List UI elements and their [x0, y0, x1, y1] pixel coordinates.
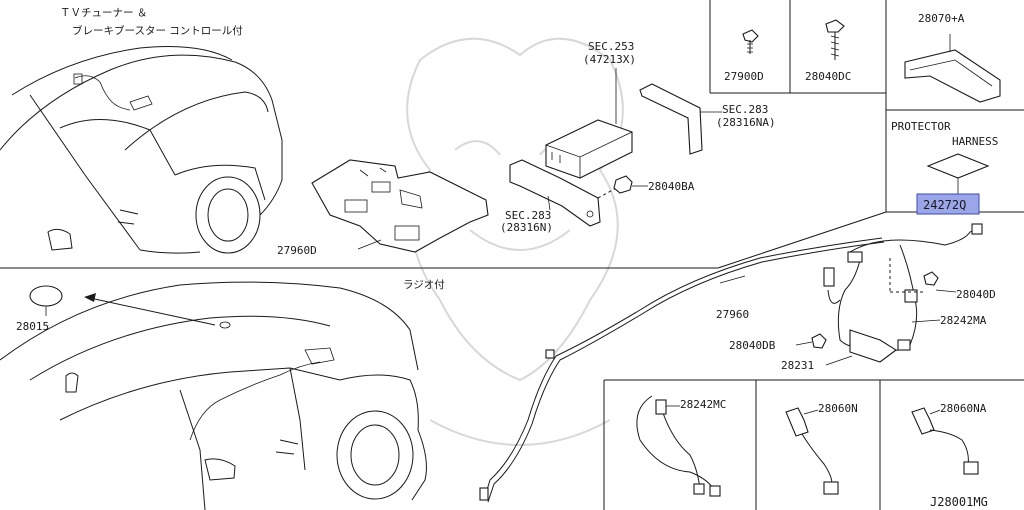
ref-label-sec283-bottom[interactable]: SEC.283 — [505, 209, 551, 222]
part-label-28040BA[interactable]: 28040BA — [648, 180, 695, 193]
diagram-id: J28001MG — [930, 495, 988, 509]
harness-label: HARNESS — [952, 135, 998, 148]
tv-tuner-note: ＴＶチューナー ＆ ブレーキブースター コントロール付 — [60, 7, 243, 37]
harness-28242MA[interactable] — [823, 223, 983, 363]
bracket-28070A[interactable] — [904, 34, 1001, 103]
tv-tuner-note-line2: ブレーキブースター コントロール付 — [72, 24, 243, 37]
mounting-plate-27960D[interactable] — [311, 159, 489, 253]
nut-28040D[interactable] — [923, 271, 957, 293]
screw-27900D[interactable] — [742, 29, 759, 54]
control-module — [545, 68, 633, 179]
protector-harness-section: PROTECTOR HARNESS — [891, 120, 998, 194]
watermark-crest — [406, 37, 624, 446]
ref-label-sec283-top[interactable]: SEC.283 — [722, 103, 768, 116]
ref-label-28316N[interactable]: (28316N) — [500, 221, 553, 234]
highlight-24272Q[interactable] — [916, 193, 980, 215]
part-label-28040DC[interactable]: 28040DC — [805, 70, 851, 83]
radio-note: ラジオ付 — [403, 278, 445, 291]
part-label-27960[interactable]: 27960 — [716, 308, 749, 321]
nut-28040DB[interactable] — [795, 333, 827, 349]
ref-label-47213X[interactable]: (47213X) — [583, 53, 636, 66]
part-label-28242MA[interactable]: 28242MA — [940, 314, 987, 327]
antenna-pad-28015[interactable] — [29, 285, 63, 316]
tv-tuner-note-line1: ＴＶチューナー ＆ — [60, 7, 147, 19]
antenna-cable-27960[interactable] — [479, 237, 885, 503]
ref-label-sec253[interactable]: SEC.253 — [588, 40, 634, 53]
leader-27960 — [719, 275, 746, 284]
part-label-28040D[interactable]: 28040D — [956, 288, 996, 301]
part-label-27960D[interactable]: 27960D — [277, 244, 317, 257]
car-top-illustration — [0, 46, 283, 254]
part-label-28015[interactable]: 28015 — [16, 320, 49, 333]
part-label-28040DB[interactable]: 28040DB — [729, 339, 776, 352]
cable-28060N[interactable] — [785, 407, 839, 495]
part-label-28242MC[interactable]: 28242MC — [680, 398, 726, 411]
part-label-28070A[interactable]: 28070+A — [918, 12, 965, 25]
part-label-28231[interactable]: 28231 — [781, 359, 814, 372]
ref-label-28316NA[interactable]: (28316NA) — [716, 116, 776, 129]
harness-28242MC[interactable] — [636, 395, 721, 497]
part-label-28060N[interactable]: 28060N — [818, 402, 858, 415]
part-label-24272Q[interactable]: 24272Q — [923, 198, 966, 212]
nut-28040BA[interactable] — [613, 175, 648, 194]
part-label-28060NA[interactable]: 28060NA — [940, 402, 987, 415]
protector-pad-icon — [926, 153, 990, 179]
leader-27960D — [357, 239, 382, 250]
part-label-27900D[interactable]: 27900D — [724, 70, 764, 83]
car-bottom-illustration — [0, 281, 427, 510]
bolt-28040DC[interactable] — [825, 19, 845, 60]
leader-28231 — [825, 355, 853, 366]
protector-label: PROTECTOR — [891, 120, 951, 133]
arrow-to-roof — [84, 293, 216, 326]
bracket-bottom — [509, 159, 621, 227]
cable-28060NA[interactable] — [911, 407, 979, 475]
bracket-top — [639, 83, 722, 155]
